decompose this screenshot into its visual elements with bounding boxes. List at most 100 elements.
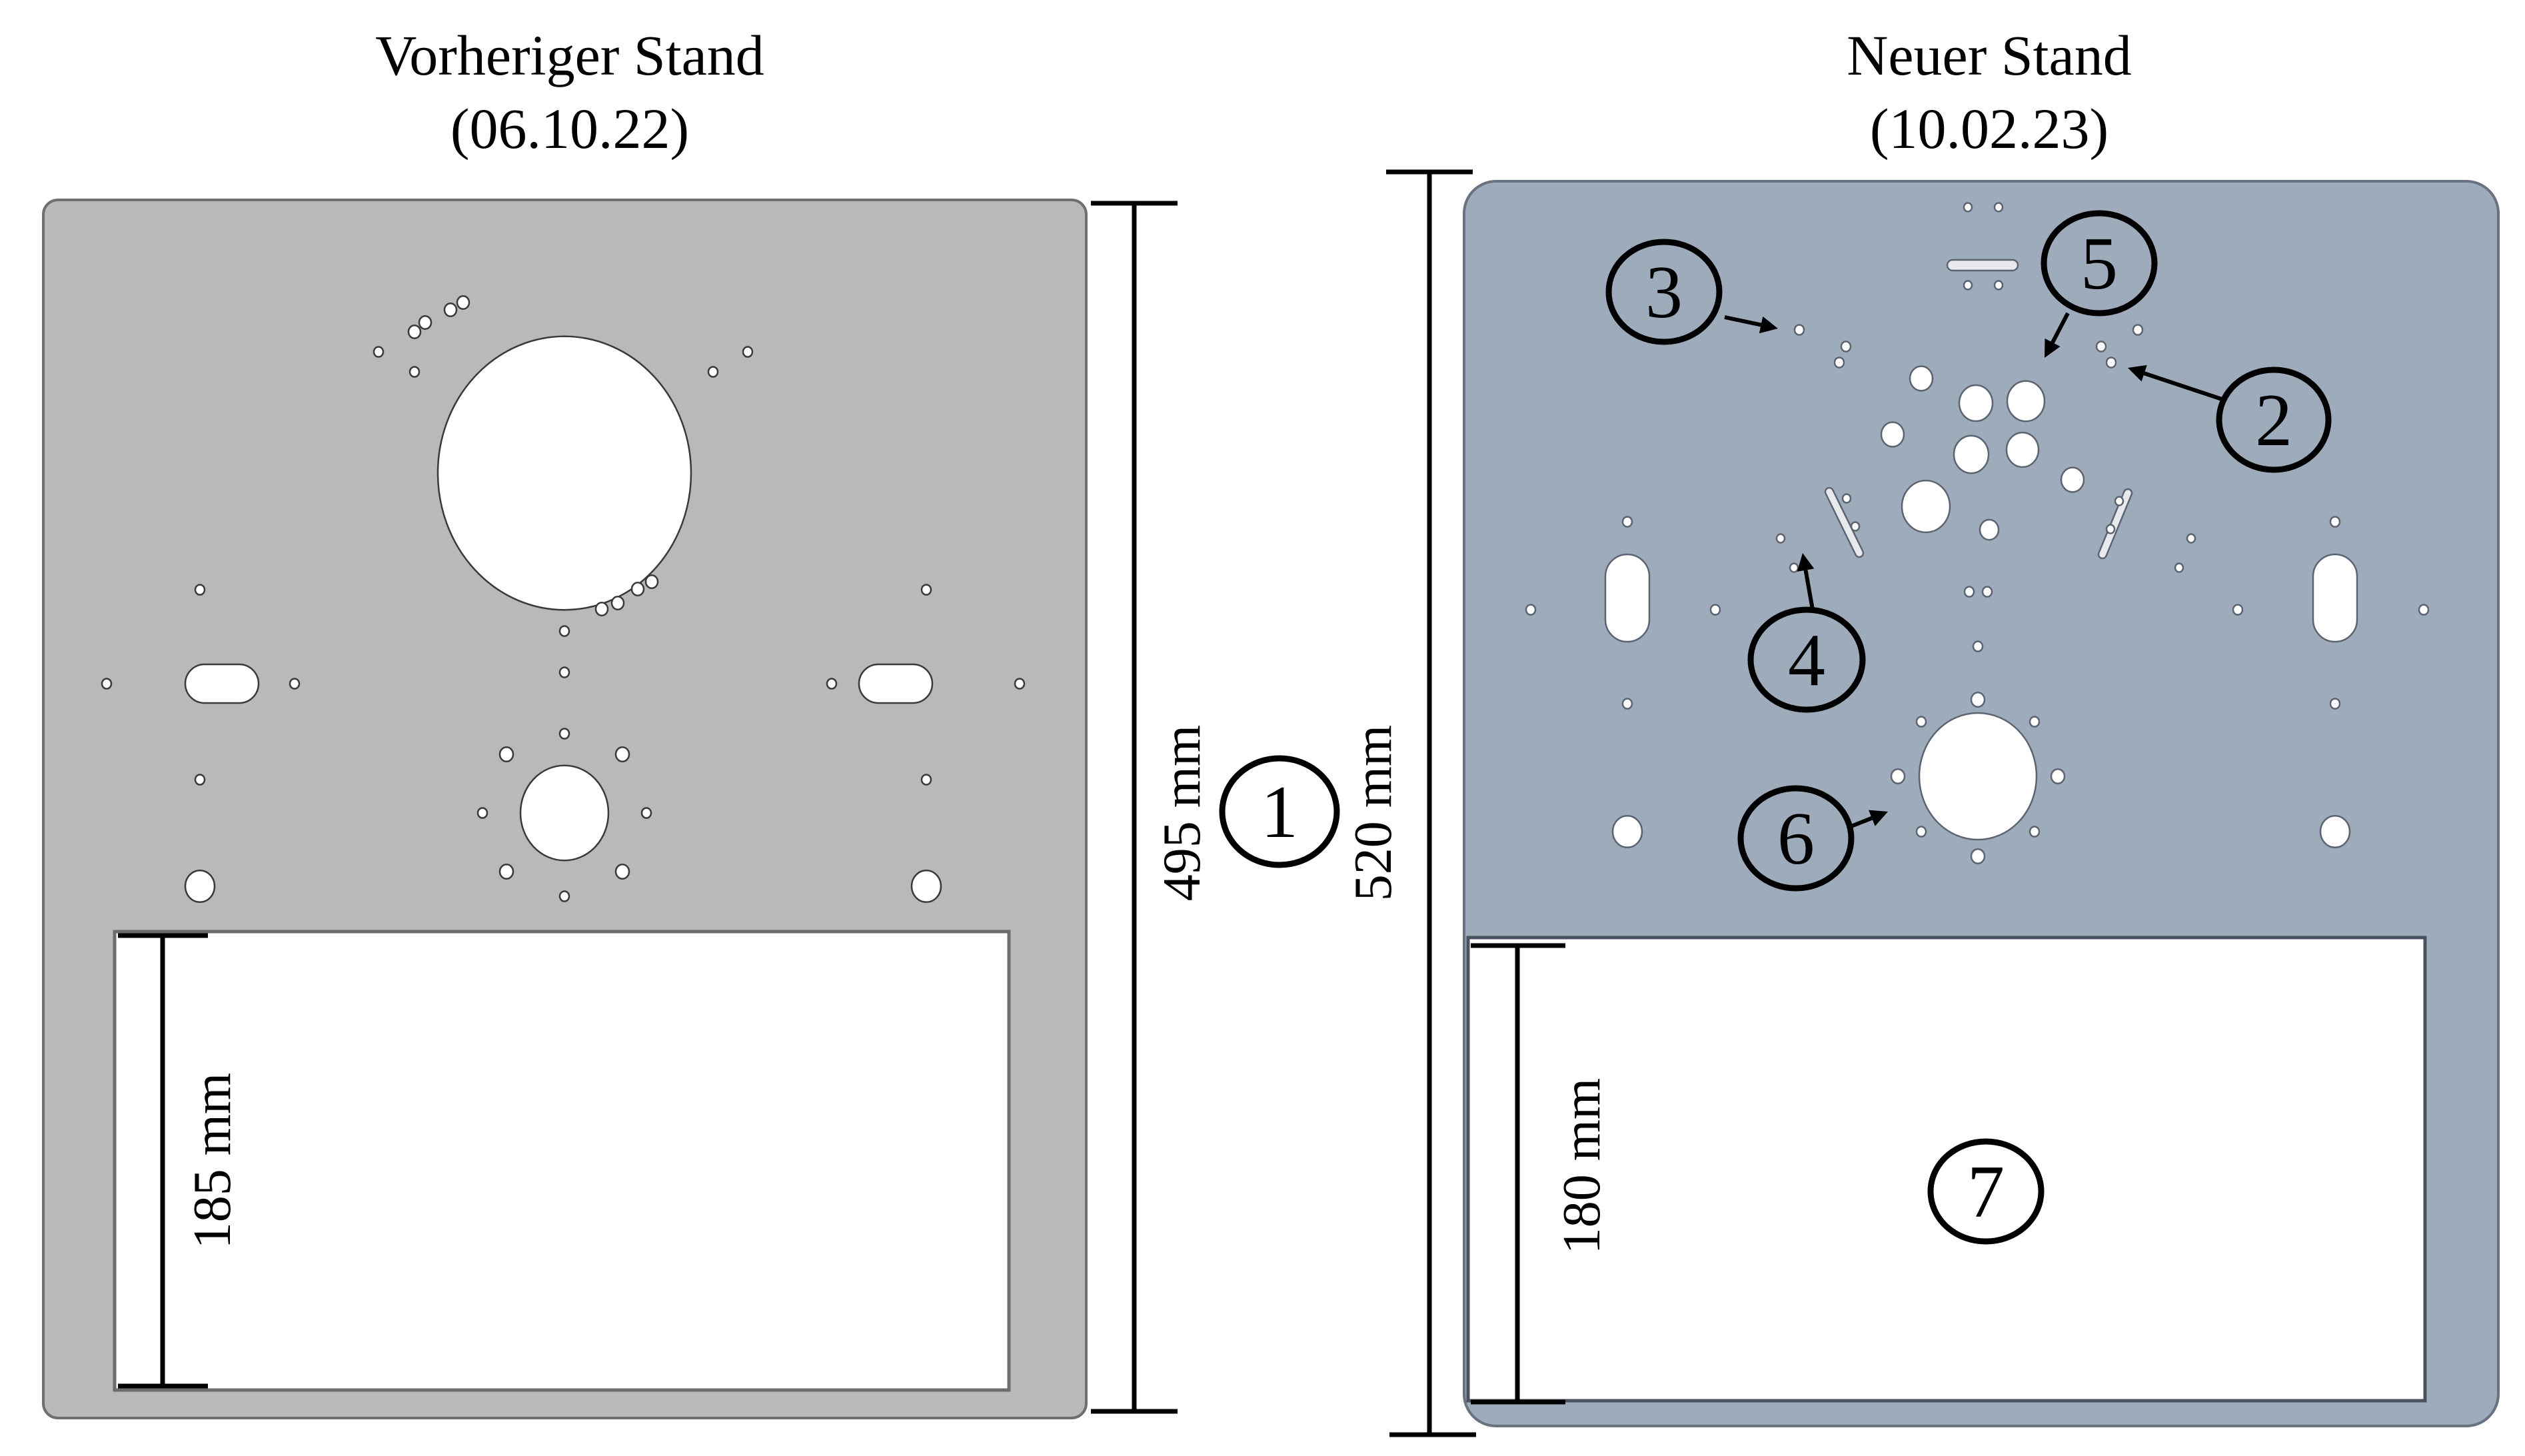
- small-hole: [2329, 516, 2341, 528]
- callout-5-arrow-line: [2051, 312, 2070, 344]
- small-hole: [742, 346, 754, 358]
- old-window-dimension: 185 mm: [118, 933, 242, 1389]
- vertical-slot-right: [2312, 553, 2358, 643]
- arc-hole: [443, 303, 458, 317]
- callout-4-label: 4: [1788, 619, 1825, 702]
- callout-1-circle: [1219, 755, 1340, 868]
- small-hole: [558, 728, 570, 740]
- bolt-hole: [498, 746, 514, 763]
- new-plate-holes: [1525, 202, 2430, 865]
- callout-6-arrow-line: [1850, 816, 1873, 828]
- bolt-hole: [1890, 768, 1906, 785]
- arrow-head-icon: [2045, 338, 2061, 358]
- small-hole: [1833, 357, 1845, 368]
- small-hole: [1789, 562, 1799, 573]
- height-dimensions: 495 mm 1 520 mm: [1091, 169, 1476, 1437]
- small-hole: [640, 807, 652, 819]
- callout-7: 7: [1927, 1138, 2045, 1245]
- arc-hole: [610, 596, 625, 610]
- callout-4: 4: [1747, 553, 1866, 713]
- callout-3: 3: [1605, 239, 1778, 345]
- callout-1: 1: [1219, 755, 1340, 868]
- cluster-hole: [1958, 384, 1994, 422]
- small-hole: [2114, 496, 2124, 506]
- callout-1-label: 1: [1261, 771, 1298, 854]
- right-panel: Neuer Stand (10.02.23) 180 mm 2 3 4 5 6 7: [1463, 23, 2500, 1427]
- callout-5: 5: [2041, 210, 2158, 358]
- small-hole: [826, 678, 838, 690]
- bolt-hole: [1970, 848, 1986, 865]
- callout-2-circle: [2216, 366, 2332, 473]
- bolt-hole: [614, 746, 630, 763]
- callout-5-circle: [2041, 210, 2158, 317]
- horizontal-slot-right: [858, 663, 934, 704]
- cluster-hole: [2005, 431, 2040, 468]
- callout-2-label: 2: [2255, 379, 2292, 462]
- small-hole: [1793, 324, 1805, 336]
- small-hole: [2105, 357, 2117, 368]
- small-hole: [1963, 202, 1973, 213]
- small-hole: [289, 678, 301, 690]
- callout-3-arrow-line: [1724, 315, 1762, 327]
- arrow-head-icon: [1759, 316, 1778, 334]
- callout-3-label: 3: [1645, 251, 1683, 334]
- small-hole: [1850, 521, 1861, 532]
- small-hole: [920, 774, 932, 786]
- callout-6-label: 6: [1777, 798, 1815, 880]
- bolt-hole: [614, 863, 630, 880]
- new-window-dimension: 180 mm: [1471, 943, 1611, 1405]
- cluster-hole: [2060, 466, 2085, 493]
- angled-slot-right: [2097, 488, 2133, 560]
- mount-hole: [2319, 814, 2351, 849]
- left-panel: Vorheriger Stand (06.10.22) 185 mm: [42, 23, 1088, 1419]
- small-hole: [2132, 324, 2144, 336]
- cluster-hole: [1909, 365, 1934, 392]
- callout-6-circle: [1737, 785, 1855, 892]
- small-hole: [1525, 604, 1537, 616]
- bolt-hole: [1970, 691, 1986, 708]
- small-hole: [1981, 586, 1993, 598]
- small-hole: [2029, 716, 2041, 728]
- cluster-hole: [2006, 380, 2046, 422]
- new-window-dimension-label: 180 mm: [1553, 1078, 1611, 1254]
- small-hole: [2029, 826, 2041, 838]
- callout-5-label: 5: [2081, 223, 2118, 305]
- small-hole: [1621, 698, 1633, 710]
- bolt-hole: [498, 863, 514, 880]
- vertical-slot-left: [1604, 553, 1651, 643]
- arrow-head-icon: [2128, 364, 2147, 382]
- callout-7-label: 7: [1967, 1151, 2005, 1233]
- cluster-hole: [1953, 434, 1990, 474]
- small-hole: [707, 366, 719, 378]
- small-hole: [2105, 524, 2116, 534]
- small-hole: [2329, 698, 2341, 710]
- mount-hole: [910, 869, 942, 904]
- callout-2-arrow-line: [2143, 371, 2224, 402]
- old-window-dimension-label: 185 mm: [183, 1073, 242, 1249]
- right-title-line2: (10.02.23): [1870, 97, 2108, 161]
- cluster-hole: [1979, 518, 2000, 541]
- horizontal-slot-top: [1946, 259, 2019, 272]
- center-hole-lower: [1918, 712, 2038, 841]
- small-hole: [2174, 562, 2184, 573]
- small-hole: [1840, 341, 1852, 353]
- center-hole-lower: [519, 764, 610, 862]
- small-hole: [2418, 604, 2430, 616]
- right-title-line1: Neuer Stand: [1847, 23, 2131, 87]
- small-hole: [1993, 280, 2004, 291]
- arrow-head-icon: [1797, 553, 1815, 572]
- small-hole: [2232, 604, 2244, 616]
- callout-3-circle: [1605, 239, 1723, 345]
- small-hole: [194, 584, 206, 596]
- new-height-label: 520 mm: [1344, 725, 1403, 901]
- cluster-hole-large: [1901, 479, 1951, 534]
- callout-2: 2: [2128, 364, 2332, 473]
- old-window-cutout: [113, 930, 1011, 1392]
- large-center-hole: [436, 335, 692, 611]
- angled-slot-left: [1824, 486, 1865, 558]
- arc-hole: [594, 602, 609, 616]
- small-hole: [101, 678, 113, 690]
- small-hole: [1775, 533, 1786, 544]
- small-hole: [1841, 493, 1852, 504]
- small-hole: [476, 807, 488, 819]
